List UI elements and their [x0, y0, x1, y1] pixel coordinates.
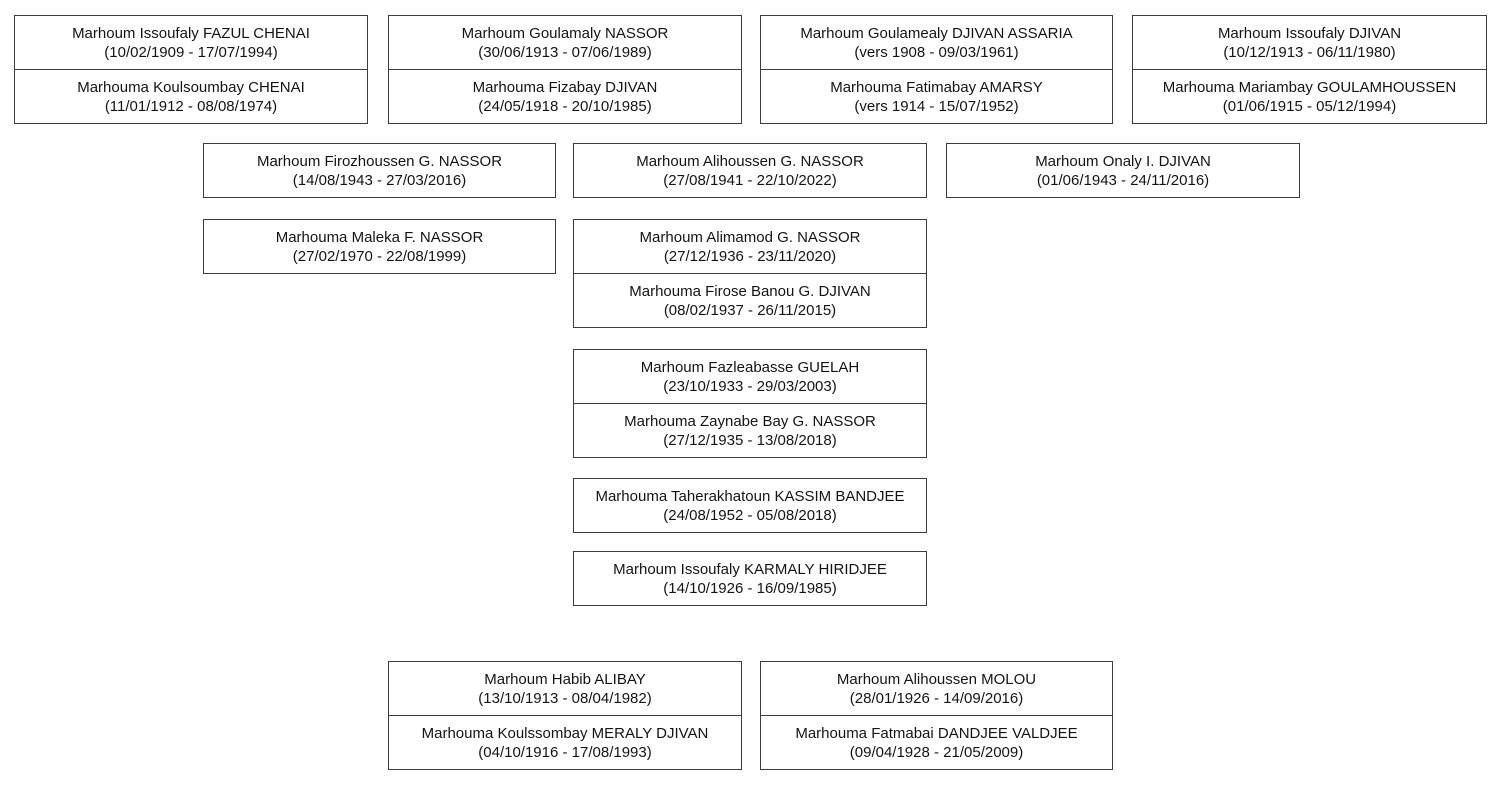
person-cell: Marhoum Issoufaly DJIVAN (10/12/1913 - 0…	[1133, 16, 1486, 69]
person-dates: (13/10/1913 - 08/04/1982)	[478, 689, 652, 707]
person-cell: Marhoum Goulamaly NASSOR (30/06/1913 - 0…	[389, 16, 741, 69]
person-cell: Marhouma Mariambay GOULAMHOUSSEN (01/06/…	[1133, 69, 1486, 123]
person-cell: Marhouma Fizabay DJIVAN (24/05/1918 - 20…	[389, 69, 741, 123]
person-box-maleka-nassor: Marhouma Maleka F. NASSOR (27/02/1970 - …	[203, 219, 556, 274]
person-dates: (04/10/1916 - 17/08/1993)	[478, 743, 652, 761]
person-box-alihoussen-nassor: Marhoum Alihoussen G. NASSOR (27/08/1941…	[573, 143, 927, 198]
person-dates: (28/01/1926 - 14/09/2016)	[849, 689, 1024, 707]
person-cell: Marhoum Habib ALIBAY (13/10/1913 - 08/04…	[389, 662, 741, 715]
person-dates: (14/08/1943 - 27/03/2016)	[292, 171, 467, 189]
person-name: Marhouma Firose Banou G. DJIVAN	[629, 282, 871, 300]
person-cell: Marhoum Alimamod G. NASSOR (27/12/1936 -…	[574, 220, 926, 273]
person-dates: (10/12/1913 - 06/11/1980)	[1223, 43, 1396, 61]
person-name: Marhouma Maleka F. NASSOR	[275, 228, 484, 246]
person-box-taherakhatoun: Marhouma Taherakhatoun KASSIM BANDJEE (2…	[573, 478, 927, 533]
person-cell: Marhouma Taherakhatoun KASSIM BANDJEE (2…	[574, 479, 926, 532]
person-box-couple-nassor: Marhoum Goulamaly NASSOR (30/06/1913 - 0…	[388, 15, 742, 124]
person-name: Marhouma Fatmabai DANDJEE VALDJEE	[795, 724, 1078, 742]
person-cell: Marhoum Fazleabasse GUELAH (23/10/1933 -…	[574, 350, 926, 403]
person-name: Marhouma Mariambay GOULAMHOUSSEN	[1162, 78, 1457, 96]
person-dates: (10/02/1909 - 17/07/1994)	[104, 43, 278, 61]
person-cell: Marhouma Firose Banou G. DJIVAN (08/02/1…	[574, 273, 926, 327]
person-dates: (27/12/1935 - 13/08/2018)	[663, 431, 837, 449]
person-cell: Marhoum Issoufaly KARMALY HIRIDJEE (14/1…	[574, 552, 926, 605]
person-dates: (01/06/1915 - 05/12/1994)	[1222, 97, 1397, 115]
person-cell: Marhoum Firozhoussen G. NASSOR (14/08/19…	[204, 144, 555, 197]
person-box-issoufaly-karmaly: Marhoum Issoufaly KARMALY HIRIDJEE (14/1…	[573, 551, 927, 606]
person-cell: Marhoum Onaly I. DJIVAN (01/06/1943 - 24…	[947, 144, 1299, 197]
person-name: Marhoum Goulamealy DJIVAN ASSARIA	[800, 24, 1073, 42]
person-box-couple-molou: Marhoum Alihoussen MOLOU (28/01/1926 - 1…	[760, 661, 1113, 770]
person-name: Marhoum Alimamod G. NASSOR	[639, 228, 861, 246]
person-cell: Marhouma Koulssombay MERALY DJIVAN (04/1…	[389, 715, 741, 769]
person-box-couple-alimamod: Marhoum Alimamod G. NASSOR (27/12/1936 -…	[573, 219, 927, 328]
person-dates: (08/02/1937 - 26/11/2015)	[663, 301, 837, 319]
person-cell: Marhouma Fatmabai DANDJEE VALDJEE (09/04…	[761, 715, 1112, 769]
person-cell: Marhouma Fatimabay AMARSY (vers 1914 - 1…	[761, 69, 1112, 123]
person-cell: Marhoum Alihoussen MOLOU (28/01/1926 - 1…	[761, 662, 1112, 715]
person-name: Marhouma Koulssombay MERALY DJIVAN	[421, 724, 709, 742]
person-name: Marhouma Taherakhatoun KASSIM BANDJEE	[595, 487, 905, 505]
person-name: Marhoum Fazleabasse GUELAH	[640, 358, 860, 376]
person-box-onaly-djivan: Marhoum Onaly I. DJIVAN (01/06/1943 - 24…	[946, 143, 1300, 198]
person-dates: (11/01/1912 - 08/08/1974)	[104, 97, 278, 115]
person-name: Marhoum Onaly I. DJIVAN	[1035, 152, 1211, 170]
person-name: Marhoum Alihoussen MOLOU	[836, 670, 1037, 688]
person-dates: (01/06/1943 - 24/11/2016)	[1036, 171, 1210, 189]
person-cell: Marhoum Alihoussen G. NASSOR (27/08/1941…	[574, 144, 926, 197]
person-dates: (vers 1908 - 09/03/1961)	[854, 43, 1019, 61]
person-cell: Marhouma Koulsoumbay CHENAI (11/01/1912 …	[15, 69, 367, 123]
person-dates: (vers 1914 - 15/07/1952)	[854, 97, 1019, 115]
person-dates: (27/08/1941 - 22/10/2022)	[663, 171, 837, 189]
person-dates: (24/08/1952 - 05/08/2018)	[663, 506, 837, 524]
person-dates: (14/10/1926 - 16/09/1985)	[663, 579, 837, 597]
person-box-couple-djivan: Marhoum Issoufaly DJIVAN (10/12/1913 - 0…	[1132, 15, 1487, 124]
person-dates: (24/05/1918 - 20/10/1985)	[478, 97, 652, 115]
person-dates: (09/04/1928 - 21/05/2009)	[849, 743, 1024, 761]
person-box-couple-djivan-assaria: Marhoum Goulamealy DJIVAN ASSARIA (vers …	[760, 15, 1113, 124]
person-box-firozhoussen: Marhoum Firozhoussen G. NASSOR (14/08/19…	[203, 143, 556, 198]
person-dates: (27/02/1970 - 22/08/1999)	[292, 247, 467, 265]
person-name: Marhoum Issoufaly DJIVAN	[1217, 24, 1402, 42]
person-name: Marhoum Habib ALIBAY	[484, 670, 646, 688]
person-name: Marhoum Firozhoussen G. NASSOR	[256, 152, 503, 170]
person-cell: Marhoum Goulamealy DJIVAN ASSARIA (vers …	[761, 16, 1112, 69]
person-name: Marhoum Goulamaly NASSOR	[461, 24, 669, 42]
person-dates: (30/06/1913 - 07/06/1989)	[478, 43, 652, 61]
person-cell: Marhouma Zaynabe Bay G. NASSOR (27/12/19…	[574, 403, 926, 457]
person-name: Marhouma Zaynabe Bay G. NASSOR	[624, 412, 876, 430]
person-box-couple-chenai: Marhoum Issoufaly FAZUL CHENAI (10/02/19…	[14, 15, 368, 124]
person-box-couple-guelah: Marhoum Fazleabasse GUELAH (23/10/1933 -…	[573, 349, 927, 458]
person-dates: (23/10/1933 - 29/03/2003)	[663, 377, 837, 395]
person-cell: Marhoum Issoufaly FAZUL CHENAI (10/02/19…	[15, 16, 367, 69]
person-name: Marhouma Fatimabay AMARSY	[830, 78, 1043, 96]
person-name: Marhouma Fizabay DJIVAN	[472, 78, 658, 96]
person-name: Marhoum Alihoussen G. NASSOR	[636, 152, 864, 170]
person-name: Marhoum Issoufaly FAZUL CHENAI	[72, 24, 310, 42]
person-dates: (27/12/1936 - 23/11/2020)	[663, 247, 837, 265]
person-box-couple-alibay: Marhoum Habib ALIBAY (13/10/1913 - 08/04…	[388, 661, 742, 770]
person-name: Marhoum Issoufaly KARMALY HIRIDJEE	[613, 560, 887, 578]
person-name: Marhouma Koulsoumbay CHENAI	[77, 78, 305, 96]
person-cell: Marhouma Maleka F. NASSOR (27/02/1970 - …	[204, 220, 555, 273]
